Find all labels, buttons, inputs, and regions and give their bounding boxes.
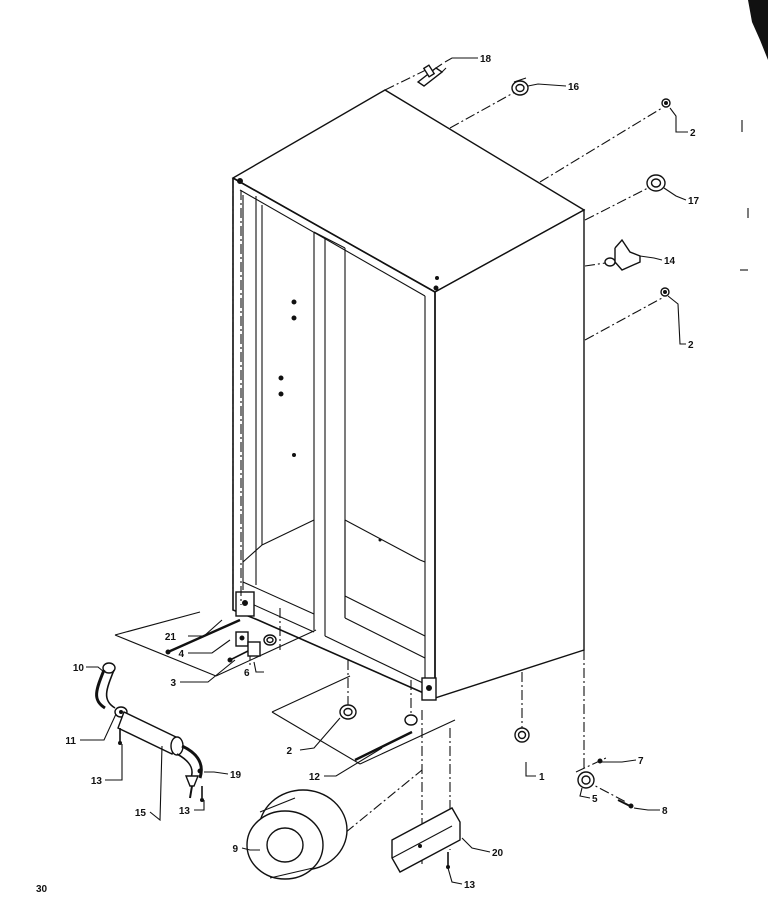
part-3-screw [227, 649, 251, 663]
part-13-screw-c [446, 852, 450, 869]
part-2-grommet-mid [660, 287, 670, 297]
callout-2-mid: 2 [688, 340, 694, 351]
callout-5: 5 [592, 794, 598, 805]
part-9-insulation [246, 789, 348, 880]
callout-13-right: 13 [464, 880, 476, 891]
part-19-tip [184, 768, 203, 799]
part-15-tube [117, 711, 203, 781]
callout-15: 15 [135, 808, 147, 819]
part-16-bushing [511, 77, 529, 96]
part-5-leg [577, 771, 595, 789]
cabinet [231, 89, 586, 701]
part-2-grommet-top [661, 98, 671, 108]
callout-13-left: 13 [91, 776, 103, 787]
part-4-hinge [235, 631, 249, 647]
callout-7: 7 [638, 756, 644, 767]
callout-2-bottom: 2 [286, 746, 292, 757]
part-13-screw-a [118, 728, 122, 745]
callout-3: 3 [170, 678, 176, 689]
callout-16: 16 [568, 82, 580, 93]
callout-8: 8 [662, 806, 668, 817]
callout-19: 19 [230, 770, 242, 781]
callout-13-mid: 13 [179, 806, 191, 817]
callout-17: 17 [688, 196, 700, 207]
callout-18: 18 [480, 54, 492, 65]
scan-artifact [740, 0, 768, 271]
callout-10: 10 [73, 663, 85, 674]
callout-6: 6 [244, 668, 250, 679]
callout-21: 21 [165, 632, 177, 643]
callout-4: 4 [178, 649, 184, 660]
cabinet-right-side [434, 208, 585, 699]
part-13-screw-b [200, 786, 204, 802]
part-18-plug [416, 63, 447, 87]
callout-14: 14 [664, 256, 676, 267]
callout-2-top: 2 [690, 128, 696, 139]
callout-20: 20 [492, 848, 504, 859]
part-14-bracket [604, 238, 641, 271]
part-12-rod [354, 714, 418, 762]
leader-lines [80, 57, 688, 885]
callout-1: 1 [539, 772, 545, 783]
part-21-rod [165, 618, 241, 655]
callout-9: 9 [232, 844, 238, 855]
part-6-leveler [247, 634, 277, 657]
part-2-foot [339, 704, 357, 720]
part-8-screw [617, 799, 634, 809]
callout-labels: 18 16 2 17 14 2 21 4 3 6 10 11 13 2 12 1… [36, 54, 700, 895]
part-1-foot [514, 727, 530, 743]
page-number: 30 [36, 884, 48, 895]
alignment-lines [114, 67, 663, 865]
part-20-plate [391, 807, 461, 873]
part-10-elbow [95, 662, 116, 710]
callout-12: 12 [309, 772, 321, 783]
callout-11: 11 [65, 736, 76, 747]
part-17-bushing [646, 174, 666, 192]
